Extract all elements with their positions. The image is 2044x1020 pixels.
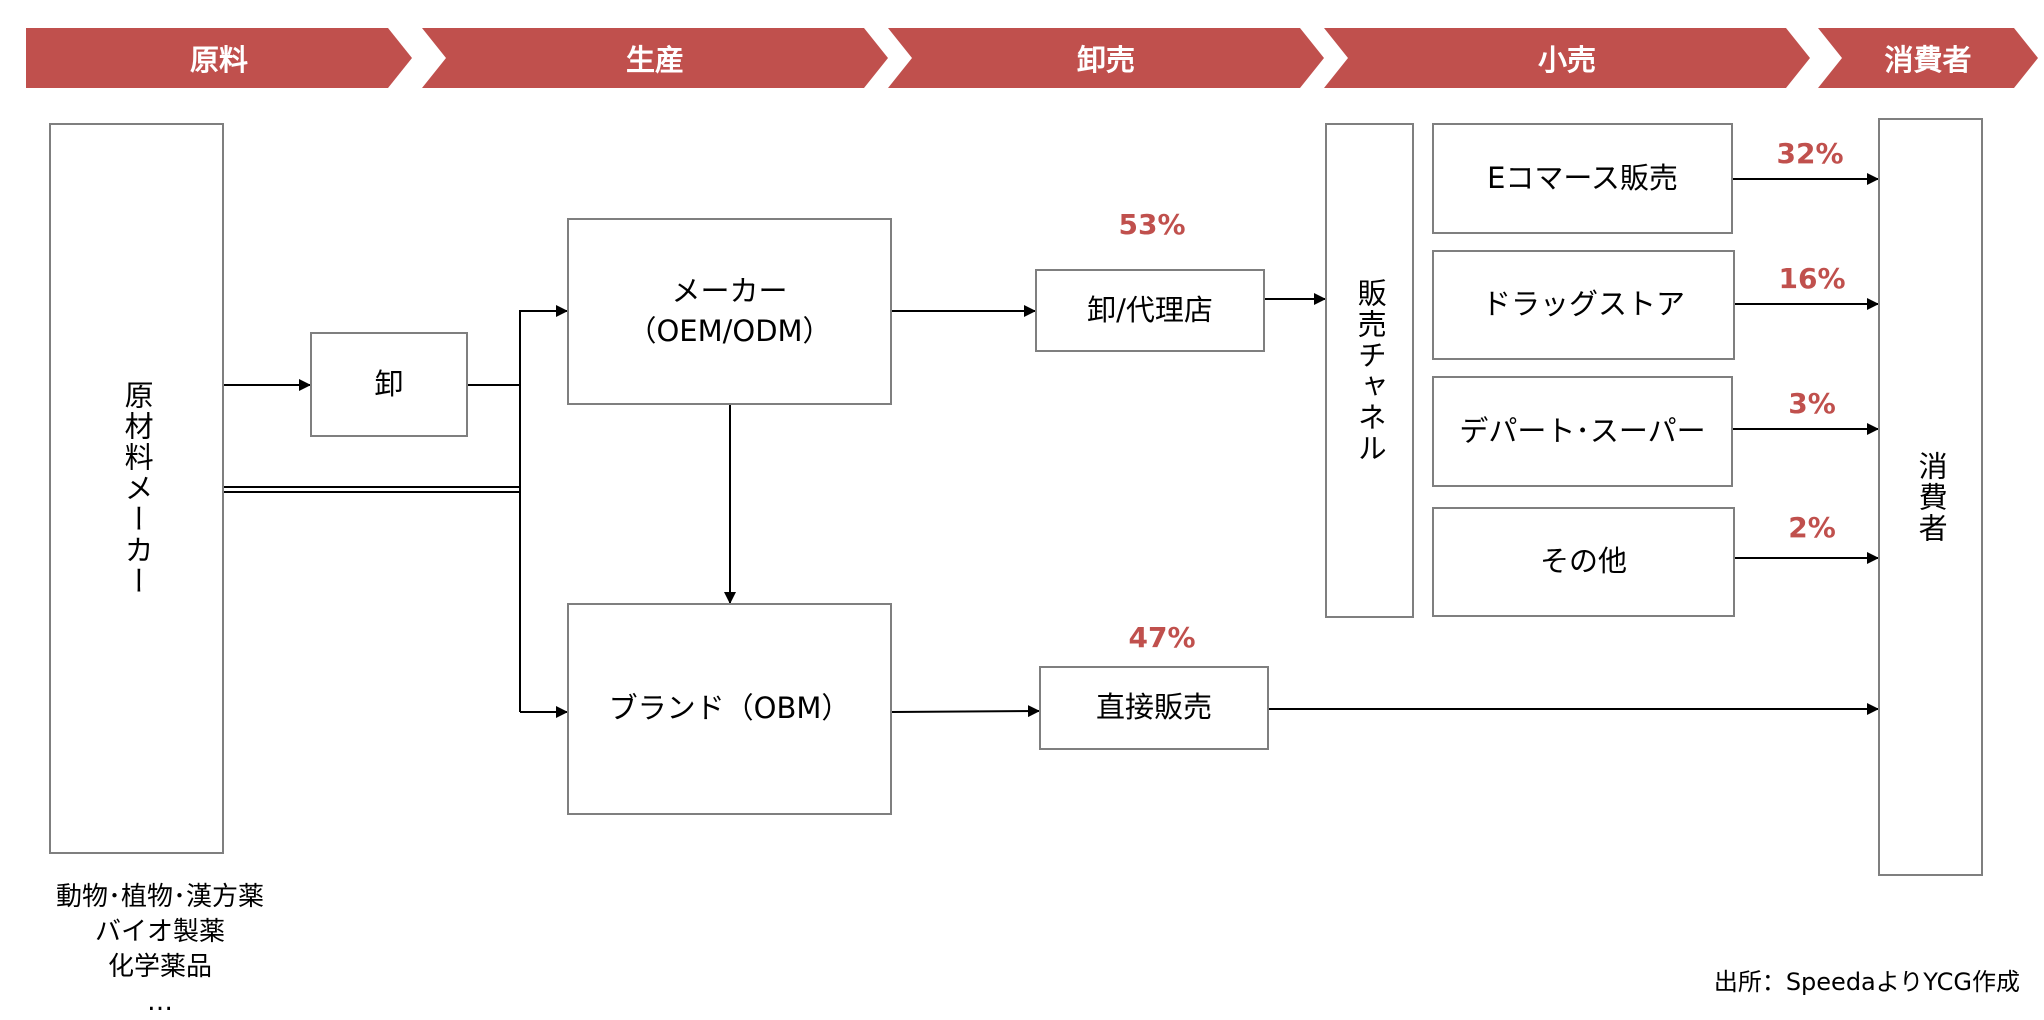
channel-other-box: その他 (1432, 507, 1735, 617)
channel-ecommerce-box: Eコマース販売 (1432, 123, 1733, 234)
stage-production: 生産 (422, 28, 888, 88)
direct-sales-box: 直接販売 (1039, 666, 1269, 750)
consumer-box: 消費者 (1878, 118, 1983, 876)
stage-retail: 小売 (1324, 28, 1810, 88)
percent-drugstore: 16% (1778, 262, 1846, 295)
sales-channel-box: 販売チャネル (1325, 123, 1414, 618)
source-note: 出所：SpeedaよりYCG作成 (1713, 968, 2020, 996)
stage-wholesale: 卸売 (888, 28, 1324, 88)
raw-material-maker-box: 原材料メーカー (49, 123, 224, 854)
agent-box: 卸/代理店 (1035, 269, 1265, 352)
raw-material-item: 化学薬品 (107, 952, 212, 983)
raw-material-item: バイオ製薬 (94, 917, 225, 948)
percent-direct: 47% (1128, 621, 1196, 654)
percent-via-agent: 53% (1118, 208, 1186, 241)
percent-department-store: 3% (1788, 387, 1836, 420)
raw-material-list: 動物･植物･漢方薬 バイオ製薬 化学薬品 … (20, 880, 300, 1020)
stage-raw: 原料 (26, 28, 412, 88)
raw-material-item: … (147, 987, 173, 1018)
channel-department-store-box: デパート･スーパー (1432, 376, 1733, 487)
brand-obm-box: ブランド（OBM） (567, 603, 892, 815)
stage-consumer: 消費者 (1818, 28, 2038, 88)
percent-other: 2% (1788, 511, 1836, 544)
channel-drugstore-box: ドラッグストア (1432, 250, 1735, 360)
percent-ecommerce: 32% (1776, 137, 1844, 170)
maker-oem-odm-box: メーカー （OEM/ODM） (567, 218, 892, 405)
wholesale-box: 卸 (310, 332, 468, 437)
raw-material-item: 動物･植物･漢方薬 (55, 882, 264, 912)
